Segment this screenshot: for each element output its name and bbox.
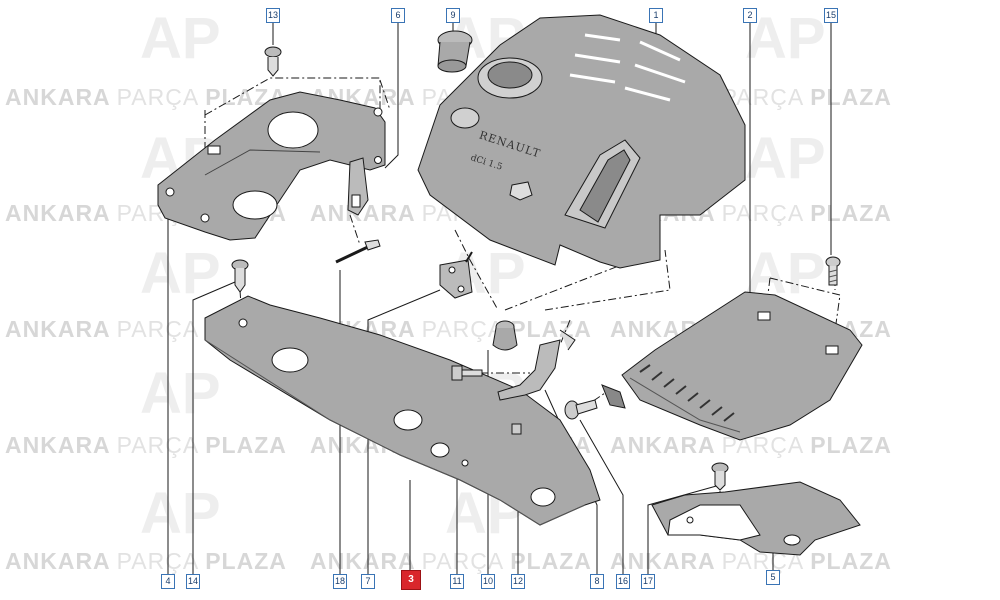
callout-4[interactable]: 4	[161, 574, 175, 589]
assembly-line	[379, 79, 391, 111]
watermark-logo: AP	[140, 481, 221, 546]
top-clip	[264, 46, 282, 77]
callout-11[interactable]: 11	[450, 574, 464, 589]
callout-8[interactable]: 8	[590, 574, 604, 589]
engine-cover	[417, 14, 746, 269]
callout-7[interactable]: 7	[361, 574, 375, 589]
callout-18[interactable]: 18	[333, 574, 347, 589]
callout-1[interactable]: 1	[649, 8, 663, 23]
callout-17[interactable]: 17	[641, 574, 655, 589]
watermark-logo: AP	[745, 6, 826, 71]
callout-10[interactable]: 10	[481, 574, 495, 589]
watermark-logo: AP	[140, 361, 221, 426]
callout-3[interactable]: 3	[401, 570, 421, 590]
small-bracket	[347, 157, 369, 216]
callout-13[interactable]: 13	[266, 8, 280, 23]
watermark-logo: AP	[140, 241, 221, 306]
callout-2[interactable]: 2	[743, 8, 757, 23]
watermark-logo: AP	[745, 126, 826, 191]
callout-9[interactable]: 9	[446, 8, 460, 23]
leader-line-17	[647, 484, 721, 575]
leader-line-7	[367, 289, 441, 575]
callout-16[interactable]: 16	[616, 574, 630, 589]
callout-15[interactable]: 15	[824, 8, 838, 23]
bump-stop	[492, 320, 518, 351]
leader-line-6	[384, 22, 399, 169]
long-shield-panel	[204, 295, 601, 526]
long-bolt	[825, 256, 841, 286]
lower-shield	[651, 481, 861, 556]
bolt	[451, 365, 483, 381]
watermark-logo: AP	[745, 241, 826, 306]
callout-14[interactable]: 14	[186, 574, 200, 589]
push-clip	[231, 259, 249, 293]
assembly-line	[349, 214, 361, 246]
side-cover	[601, 291, 863, 441]
upper-bracket-plate	[157, 91, 386, 241]
watermark-logo: AP	[140, 6, 221, 71]
assembly-line	[204, 77, 381, 116]
bracket-arm	[497, 329, 576, 401]
assembly-line	[559, 319, 571, 346]
leader-line-16	[579, 419, 624, 575]
callout-12[interactable]: 12	[511, 574, 525, 589]
small-nut	[511, 423, 522, 435]
assembly-line	[454, 229, 499, 311]
leader-line-14	[192, 281, 236, 575]
pin	[335, 239, 381, 264]
callout-6[interactable]: 6	[391, 8, 405, 23]
cover-bracket	[439, 251, 473, 299]
callout-5[interactable]: 5	[766, 570, 780, 585]
grommet	[437, 30, 473, 73]
screw	[564, 399, 598, 420]
assembly-line	[504, 249, 661, 311]
lower-clip	[711, 462, 729, 491]
